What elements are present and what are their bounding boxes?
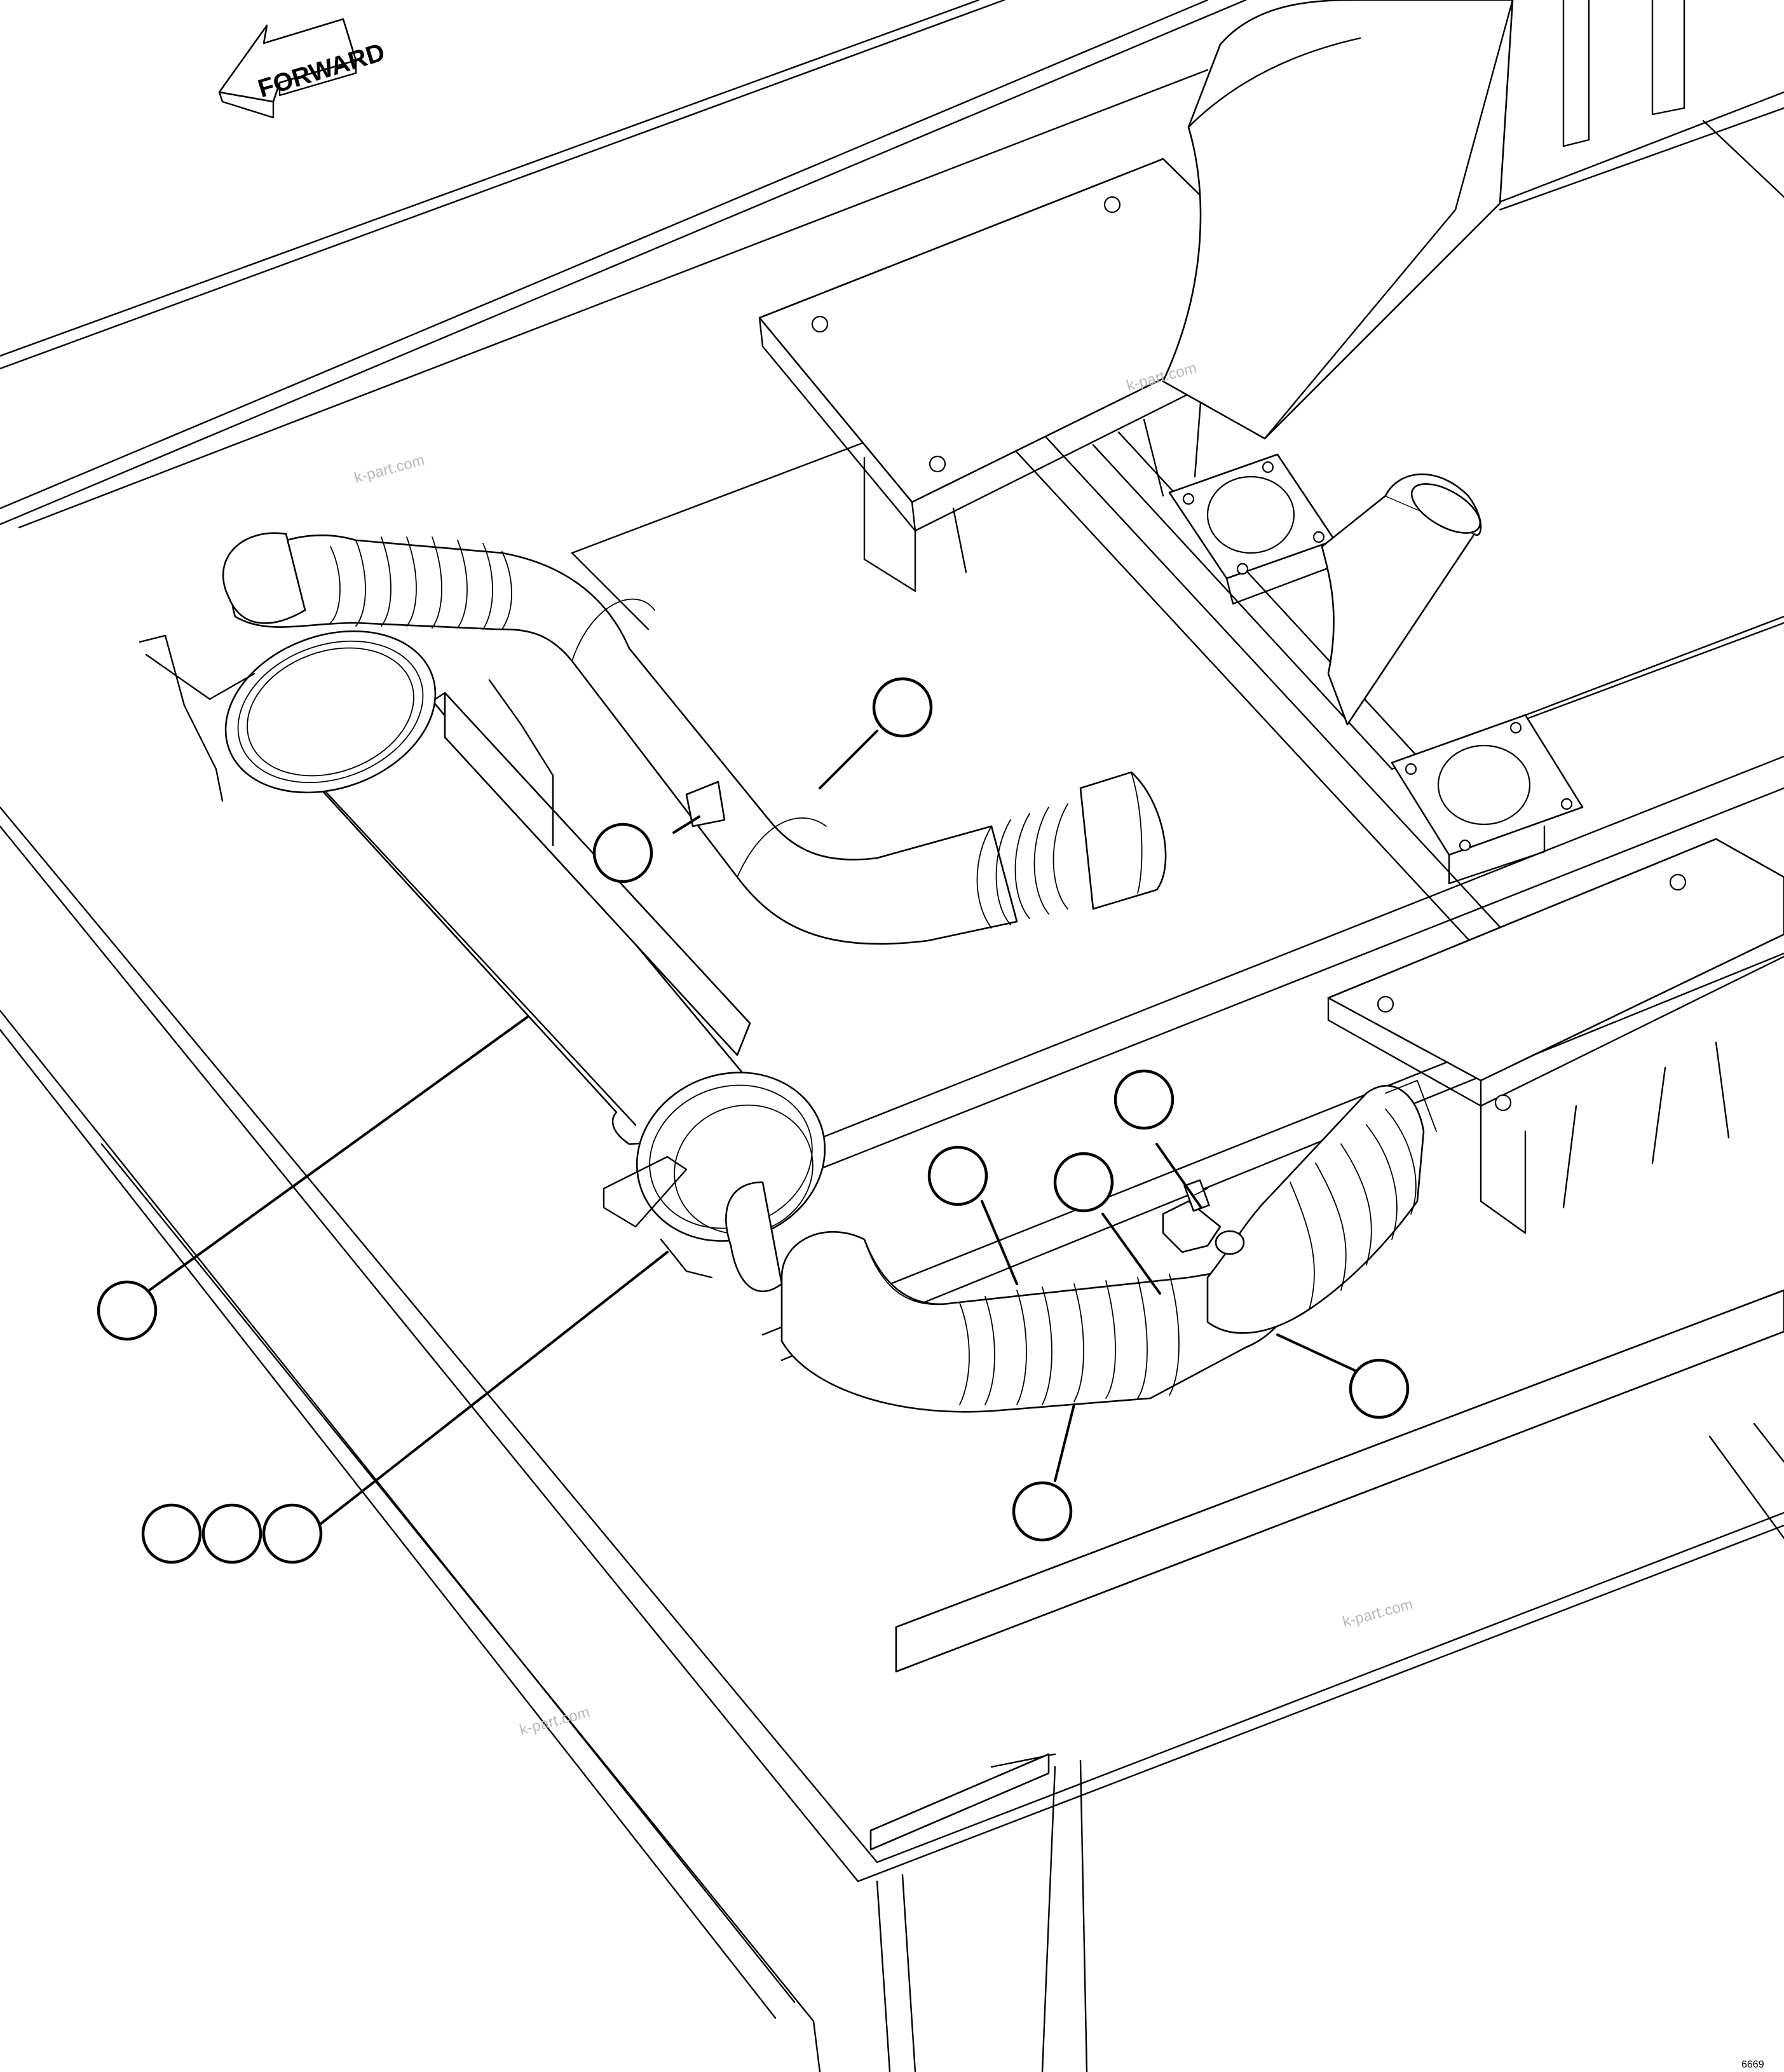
callout-bracket-b: [201, 1503, 262, 1564]
intake-duct: [1162, 0, 1514, 440]
callout-sensor: [1113, 1069, 1175, 1130]
callout-hose-upper: [872, 677, 933, 738]
exhaust-sensor: [1162, 1179, 1245, 1255]
upper-bellows: [330, 536, 512, 630]
right-mount-plate: [1327, 838, 1784, 1234]
lower-cross-plate: [869, 1289, 1784, 1851]
callout-bracket-c: [262, 1503, 323, 1564]
drawing-code: 6669: [1741, 2059, 1764, 2070]
flange-lower: [1391, 714, 1584, 885]
upper-right-bellows: [976, 771, 1167, 929]
callout-elbow-right: [1349, 1358, 1410, 1419]
callout-bracket-a: [141, 1503, 202, 1564]
upper-clamp: [685, 780, 726, 828]
watermark: k-part.com: [1341, 1595, 1415, 1630]
watermark: k-part.com: [353, 451, 426, 486]
callout-leaders: [148, 730, 1361, 1530]
forward-arrow: FORWARD: [218, 18, 388, 119]
callout-bellows-right: [1053, 1152, 1114, 1213]
callout-muffler: [97, 1280, 158, 1341]
callout-balloons: [97, 677, 1410, 1564]
muffler: [139, 630, 826, 1292]
flange-upper: [1168, 453, 1336, 605]
right-elbow-pipe: [1206, 1080, 1437, 1334]
callout-clamp-upper: [592, 822, 653, 883]
callout-bellows-left: [927, 1145, 988, 1206]
lower-bellows: [959, 1274, 1180, 1405]
upper-u-pipe: [222, 532, 1167, 945]
callout-bellows-lower: [1012, 1481, 1073, 1542]
tail-pipe: [1321, 473, 1482, 726]
